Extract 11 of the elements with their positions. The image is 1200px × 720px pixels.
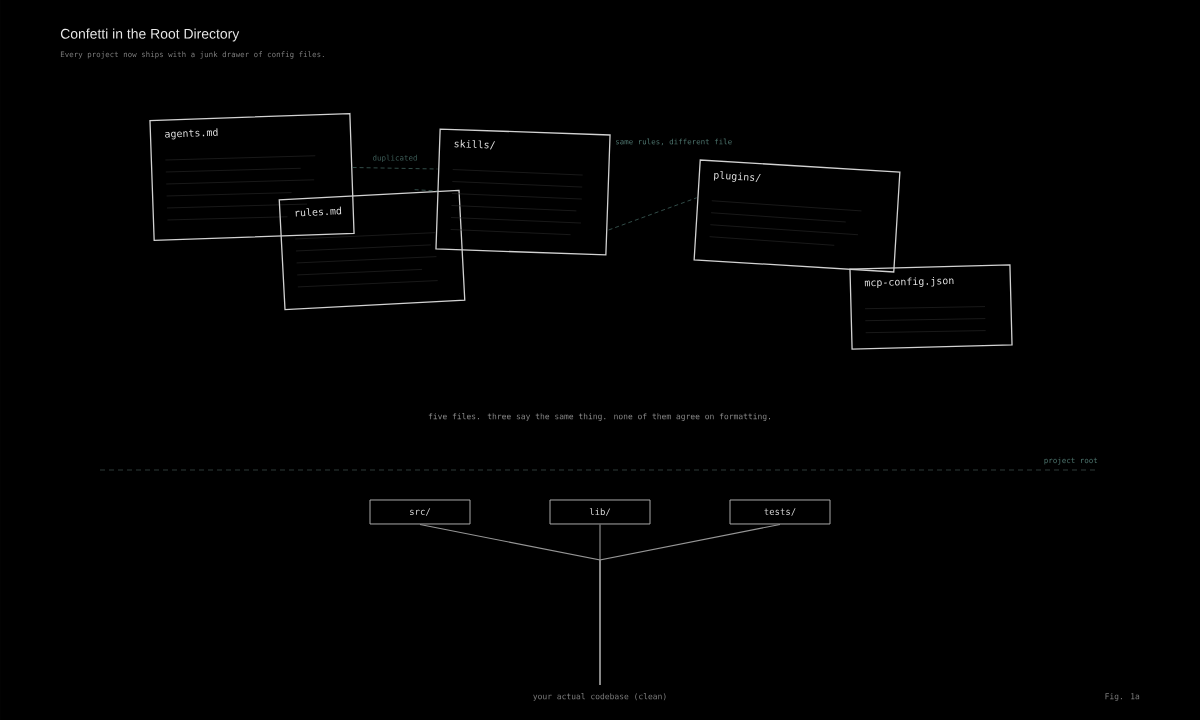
file-card: mcp-config.json <box>849 264 1013 350</box>
file-card: plugins/ <box>693 159 901 273</box>
file-card: skills/ <box>435 128 611 256</box>
folder-box: src/ <box>369 499 471 525</box>
title: Confetti in the Root Directory <box>60 28 240 42</box>
file-card: rules.md <box>278 189 466 311</box>
connector <box>414 189 438 192</box>
folder-box: lib/ <box>549 499 651 525</box>
folder-box: tests/ <box>729 499 831 525</box>
connector <box>599 523 781 686</box>
connector <box>608 197 697 231</box>
